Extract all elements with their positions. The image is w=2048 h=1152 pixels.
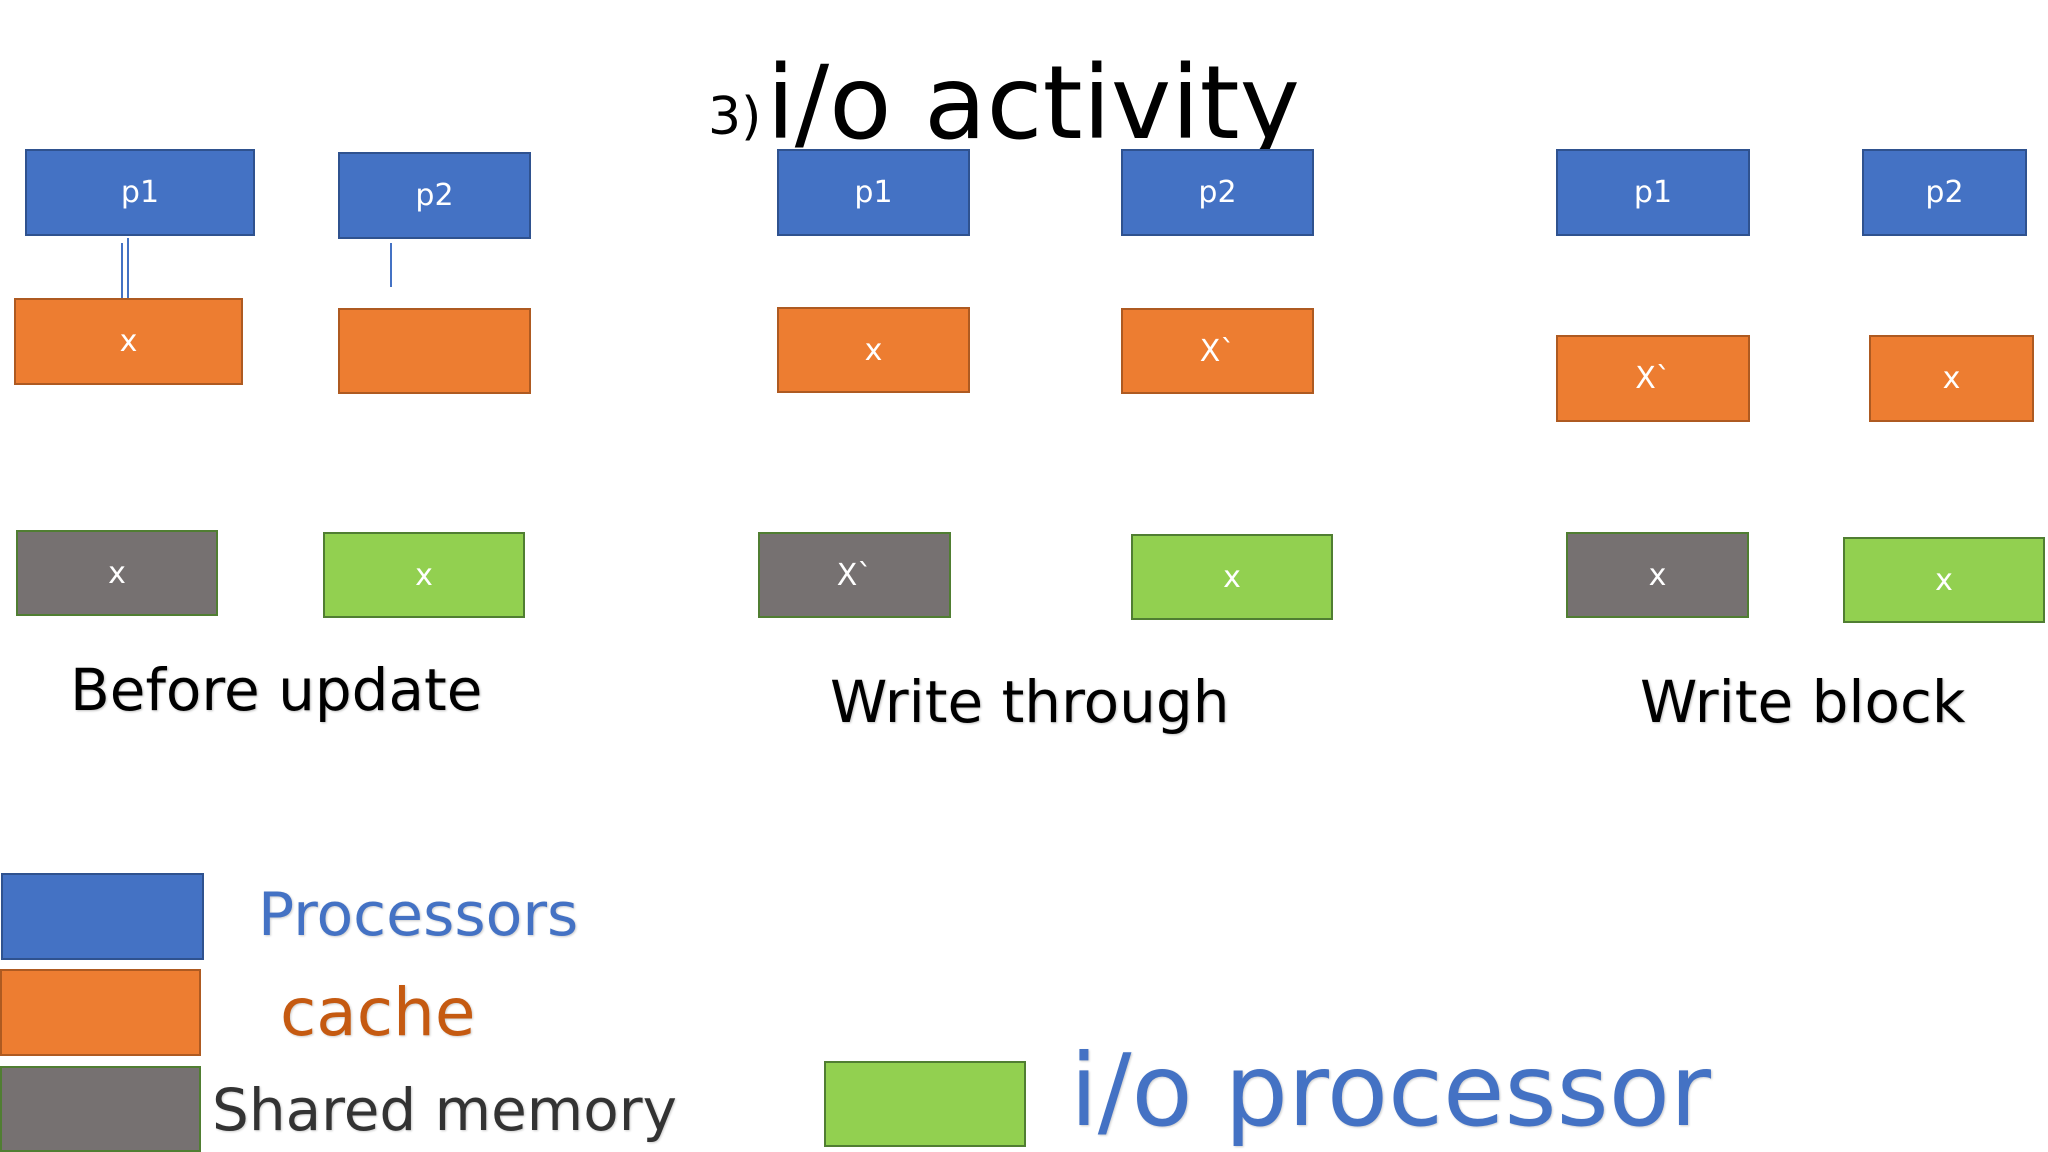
panel1-memory-box: x [16, 530, 218, 616]
panel1-p1-connector-b [127, 238, 129, 298]
panel2-io-box: x [1131, 534, 1333, 620]
legend-processors-label: Processors [258, 880, 579, 950]
panel3-cache2-box: x [1869, 335, 2034, 422]
panel1-caption: Before update [70, 656, 483, 724]
panel3-cache2-label: x [1942, 361, 1961, 396]
title-text: i/o activity [766, 44, 1300, 163]
panel1-p1-connector-a [121, 243, 123, 301]
panel2-cache2-label: X` [1199, 333, 1236, 369]
slide-title: 3) i/o activity [708, 44, 1300, 163]
panel1-cache1-label: x [119, 324, 138, 359]
panel1-io-box: x [323, 532, 525, 618]
panel2-cache2-box: X` [1121, 308, 1314, 394]
panel3-cache1-box: X` [1556, 335, 1750, 422]
panel3-memory-label: x [1648, 557, 1667, 593]
legend-processors-swatch [1, 873, 204, 960]
legend-cache-swatch [0, 969, 201, 1056]
panel3-p1-label: p1 [1633, 175, 1673, 210]
panel2-memory-box: X` [758, 532, 951, 618]
panel1-p1-box: p1 [25, 149, 255, 236]
panel2-p2-box: p2 [1121, 149, 1314, 236]
panel3-cache1-label: X` [1635, 361, 1671, 396]
legend-io-processor-label: i/o processor [1070, 1032, 1712, 1149]
panel1-p2-label: p2 [415, 178, 454, 213]
panel1-memory-label: x [108, 555, 126, 591]
panel1-p2-connector [390, 243, 392, 287]
legend-io-processor-swatch [824, 1061, 1026, 1147]
panel2-cache1-box: x [777, 307, 970, 393]
panel1-p1-label: p1 [120, 175, 160, 210]
panel3-memory-box: x [1566, 532, 1749, 618]
panel3-io-box: x [1843, 537, 2045, 623]
panel2-caption: Write through [830, 668, 1230, 736]
panel3-io-label: x [1935, 562, 1953, 598]
panel2-p1-box: p1 [777, 149, 970, 236]
panel3-p1-box: p1 [1556, 149, 1750, 236]
panel2-memory-label: X` [836, 557, 873, 593]
panel3-p2-box: p2 [1862, 149, 2027, 236]
panel1-io-label: x [415, 557, 433, 593]
legend-shared-memory-swatch [0, 1066, 201, 1152]
title-number: 3) [708, 87, 762, 147]
panel1-cache1-box: x [14, 298, 243, 385]
panel1-cache2-box [338, 308, 531, 394]
legend-shared-memory-label: Shared memory [212, 1076, 677, 1144]
panel2-p2-label: p2 [1198, 175, 1237, 210]
legend-cache-label: cache [280, 974, 476, 1051]
panel2-p1-label: p1 [854, 175, 893, 210]
panel3-p2-label: p2 [1925, 175, 1964, 210]
panel3-caption: Write block [1640, 668, 1966, 736]
panel2-io-label: x [1223, 559, 1241, 595]
panel1-p2-box: p2 [338, 152, 531, 239]
panel2-cache1-label: x [864, 332, 883, 368]
